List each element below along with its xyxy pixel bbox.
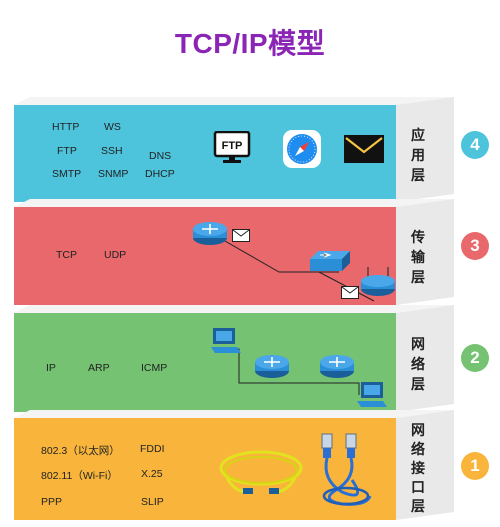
protocol-x25: X.25 [141, 468, 163, 480]
transport-layer: TCP UDP [14, 199, 454, 305]
computer-icon [211, 327, 241, 360]
protocol-http: HTTP [52, 121, 80, 133]
layer-number-badge: 2 [461, 344, 489, 372]
application-layer-name: 应 用 层 [396, 112, 440, 197]
layer-name-char: 层 [411, 269, 425, 285]
mail-envelope-icon [232, 229, 250, 247]
router-icon [192, 220, 228, 251]
switch-icon [310, 249, 350, 278]
protocol-ftp: FTP [57, 145, 77, 157]
computer-icon [357, 381, 387, 414]
protocol-arp: ARP [88, 362, 110, 374]
link-layer: 802.3（以太网） FDDI 802.11（Wi-Fi） X.25 PPP S… [14, 410, 454, 520]
protocol-slip: SLIP [141, 496, 164, 508]
protocol-ip: IP [46, 362, 56, 374]
layer-name-char: 用 [411, 146, 425, 163]
layer-name-char: 网 [411, 335, 425, 352]
mail-envelope-icon [344, 135, 384, 168]
transport-layer-name: 传 输 层 [396, 214, 440, 300]
protocol-ws: WS [104, 121, 121, 133]
layer-number-badge: 1 [461, 452, 489, 480]
network-layer-box [14, 305, 454, 412]
layer-name-char: 网 [411, 422, 425, 438]
application-layer: HTTP WS FTP SSH DNS SMTP SNMP DHCP FTP [14, 97, 454, 202]
fiber-cable-icon [217, 448, 307, 503]
router-icon [319, 353, 355, 384]
protocol-icmp: ICMP [141, 362, 168, 374]
protocol-smtp: SMTP [52, 168, 82, 180]
ftp-monitor-label: FTP [222, 140, 243, 152]
layer-name-char: 传 [411, 229, 425, 245]
layer-name-char: 输 [411, 249, 425, 265]
ethernet-cable-icon [312, 430, 377, 515]
protocol-snmp: SNMP [98, 168, 129, 180]
layer-number-badge: 4 [461, 131, 489, 159]
layer-number-badge: 3 [461, 232, 489, 260]
protocol-ssh: SSH [101, 145, 123, 157]
application-layer-box [14, 97, 454, 202]
layer-name-char: 层 [411, 166, 425, 183]
layer-name-char: 络 [411, 355, 425, 372]
protocol-dhcp: DHCP [145, 168, 175, 180]
layer-name-char: 口 [411, 479, 425, 495]
layer-name-char: 应 [411, 126, 425, 143]
ftp-monitor-icon: FTP [213, 130, 253, 170]
safari-compass-icon [282, 129, 322, 174]
layer-name-char: 层 [411, 498, 425, 514]
link-layer-name: 网 络 接 口 层 [396, 420, 440, 517]
protocol-802-11: 802.11（Wi-Fi） [41, 470, 118, 482]
protocol-dns: DNS [149, 150, 172, 162]
layer-name-char: 接 [411, 460, 425, 476]
mail-envelope-icon [341, 286, 359, 304]
page-title: TCP/IP模型 [174, 28, 326, 59]
protocol-fddi: FDDI [140, 443, 165, 455]
router-icon [254, 353, 290, 384]
network-layer-name: 网 络 层 [396, 320, 440, 407]
protocol-ppp: PPP [41, 496, 63, 508]
protocol-tcp: TCP [56, 249, 77, 261]
layer-name-char: 层 [411, 375, 425, 392]
protocol-udp: UDP [104, 249, 127, 261]
protocol-802-3: 802.3（以太网） [41, 445, 120, 457]
layer-name-char: 络 [411, 441, 425, 457]
wireless-router-icon [360, 265, 396, 302]
network-layer: IP ARP ICMP [14, 305, 454, 412]
